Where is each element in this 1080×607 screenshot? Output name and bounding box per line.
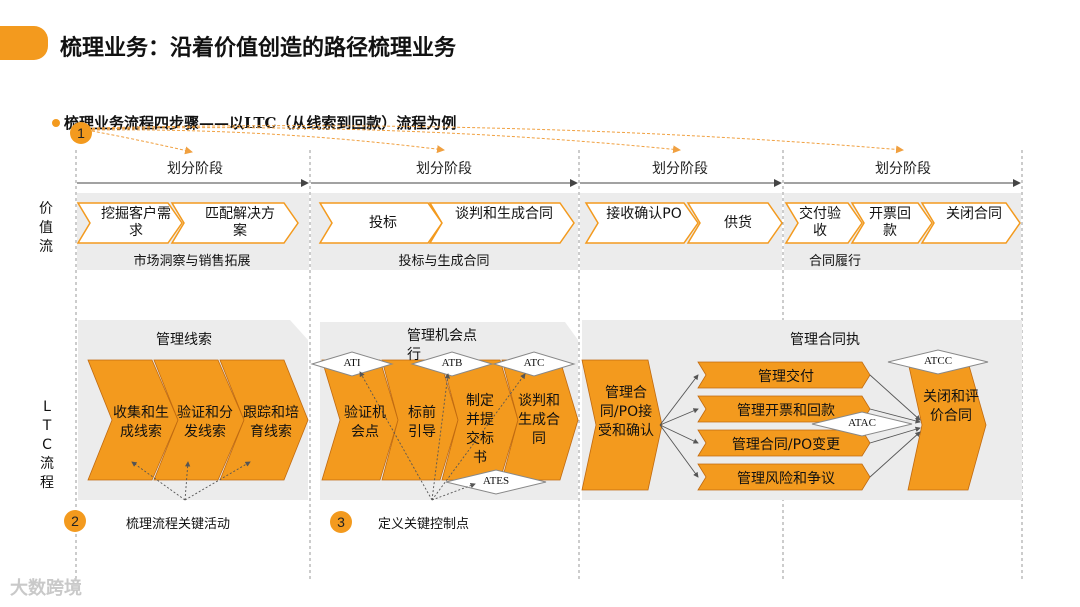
pointer-arrow [91,127,681,154]
phase-label: 划分阶段 [416,161,472,177]
value-step-label: 关闭合同 [946,206,1002,222]
control-point-diamond [887,349,989,375]
watermark: 大数跨境 [10,578,82,599]
control-point-label: ATC [523,357,545,369]
page-title: 梳理业务：沿着价值创造的路径梳理业务 [60,36,457,61]
phase-label: 划分阶段 [875,161,931,177]
pointer-arrow [91,129,445,154]
value-step-label: 挖掘客户需求 [101,206,171,239]
contract-bar-label: 管理风险和争议 [737,471,835,487]
opportunity-step-label: 谈判和生成合同 [518,393,560,447]
value-step-label: 投标 [369,215,397,231]
contract-receive-label: 管理合同/PO接受和确认 [598,385,654,439]
stage-label: 市场洞察与销售拓展 [133,254,251,269]
legend-pointer [131,461,186,501]
control-point-label: ATES [482,475,510,487]
stage-label: 合同履行 [808,254,861,269]
legend-pointer [184,461,251,501]
fan-arrow [869,408,921,424]
contract-close-label: 关闭和评价合同 [923,389,979,424]
value-chevron [850,202,933,244]
fan-arrow [659,408,699,426]
phase-label: 划分阶段 [652,161,708,177]
fan-arrow [869,374,921,421]
lead-step-label: 收集和生成线索 [113,405,169,440]
opportunity-step-label: 标前引导 [408,405,436,440]
opportunity-title: 管理机会点 [407,328,477,344]
opportunity-title-wrap: 行 [407,347,421,363]
row-label-ltc: L T C 流程 [40,399,54,491]
value-step-label: 供货 [724,215,752,231]
bullet-dot [52,119,60,127]
control-point-label: ATAC [848,417,876,429]
phase-label: 划分阶段 [167,161,223,177]
control-point-label: ATI [343,357,361,369]
fan-arrow [659,424,699,478]
badge-one-pointers [91,125,904,155]
opportunity-step-label: 制定并提交标书 [466,393,494,466]
legend-pointer [431,373,451,501]
lead-step-label: 验证和分发线索 [177,405,233,440]
legend-key-activities: 梳理流程关键活动 [126,517,231,532]
contract-bar-label: 管理合同/PO变更 [731,437,841,453]
fan-arrow [869,426,921,444]
legend-control-points: 定义关键控制点 [378,517,470,532]
control-point-diamond [492,351,576,377]
contract-bar-label: 管理开票和回款 [737,403,835,419]
value-chevron [76,202,183,244]
fan-arrow [869,431,921,478]
value-chevron [170,202,299,244]
value-chevron [920,202,1021,244]
value-chevron [686,202,783,244]
value-step-label: 谈判和生成合同 [455,206,553,222]
value-chevron [584,202,699,244]
value-chevron [784,202,863,244]
opportunity-step-label: 验证机会点 [344,405,386,440]
contract-title: 管理合同执 [790,332,860,348]
lead-chevron [87,359,179,481]
fan-arrow [659,424,699,444]
control-point-diamond [410,351,494,377]
legend-pointer [359,371,433,501]
step-badge-one: 1 [70,122,92,144]
fan-arrow [659,374,699,426]
title-accent-tab [0,26,48,60]
stage-label: 投标与生成合同 [398,254,490,269]
lead-chevron [153,359,245,481]
value-chevron [428,202,575,244]
value-step-label: 接收确认PO [606,206,682,222]
pointer-arrow [91,130,193,155]
value-chevron [318,202,443,244]
value-step-label: 开票回款 [869,206,911,239]
lead-step-label: 跟踪和培育线索 [243,405,299,440]
control-point-label: ATB [441,357,463,369]
contract-bar-label: 管理交付 [758,369,814,385]
step-badge-three: 3 [330,511,352,533]
contract-receive-shape [581,359,663,491]
control-point-diamond [310,351,394,377]
lead-chevron [219,359,309,481]
value-step-label: 匹配解决方案 [205,206,275,239]
contract-bar-shape [697,361,871,389]
contract-bar-shape [697,463,871,491]
control-point-label: ATCC [923,355,953,367]
pointer-arrow [91,125,904,154]
value-step-label: 交付验收 [799,206,841,239]
leads-title: 管理线索 [156,332,212,348]
row-label-value-stream: 价值流 [39,201,53,255]
control-point-diamond [811,411,913,437]
step-badge-two: 2 [64,510,86,532]
